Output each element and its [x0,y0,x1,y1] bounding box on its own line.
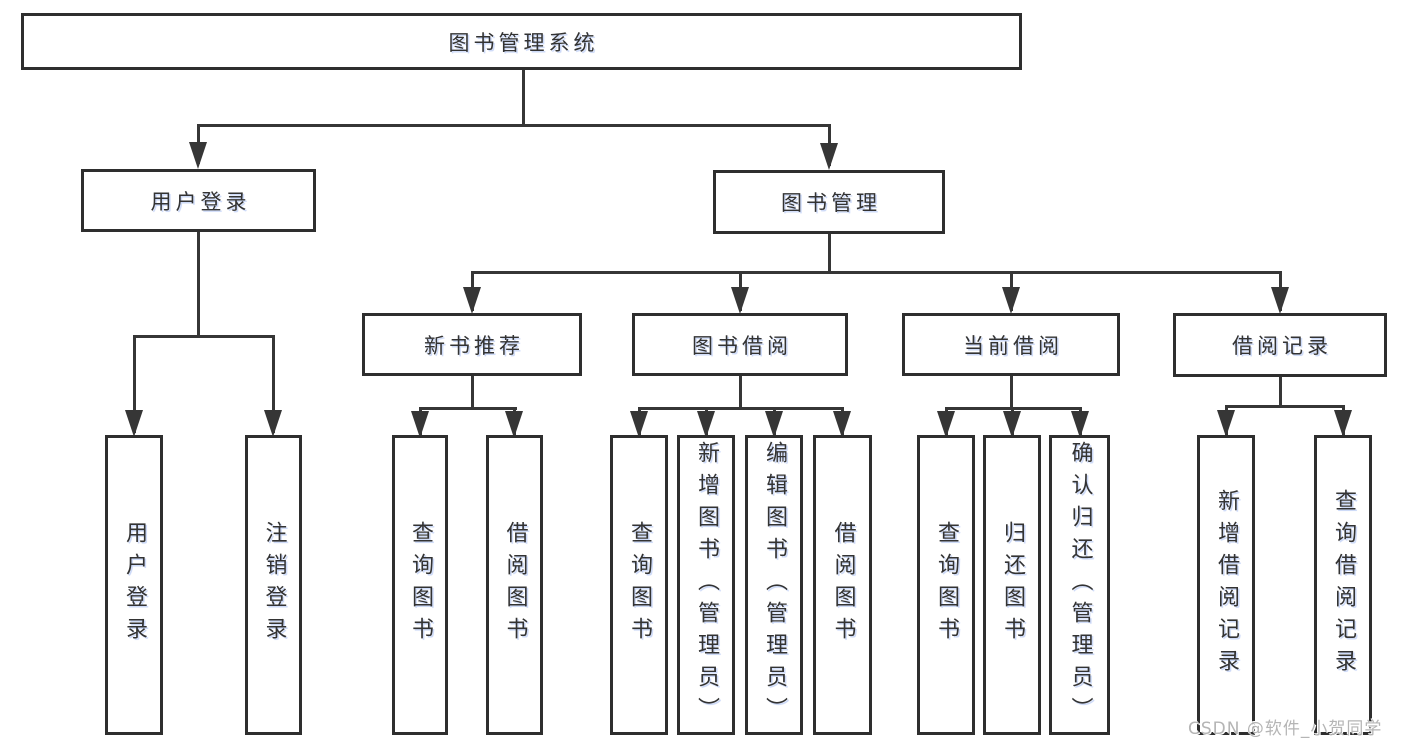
arrowhead-borrow-records [1271,287,1289,314]
leaf-bb-borrow-books-label: 借阅图书 [830,521,856,649]
arrowhead-cur-borrow [1002,287,1020,314]
leaf-bb-edit-books-label: 编辑图书（管理员） [762,441,787,729]
leaf-bb-query-books-label: 查询图书 [627,521,652,649]
node-user-login: 用户登录 [81,169,316,232]
leaf-cb-return-books: 归还图书 [983,435,1041,735]
arrowhead-bb-borrow [833,411,851,438]
node-root-label: 图书管理系统 [448,30,599,55]
arrowhead-new-rec [463,287,481,314]
leaf-bb-borrow-books: 借阅图书 [813,435,872,735]
arrowhead-bb-query [630,411,648,438]
connector-book-borrow-trunk [739,376,742,410]
connector-new-rec-rail [419,407,517,410]
arrowhead-book-borrow [731,287,749,314]
node-borrow-records: 借阅记录 [1173,313,1387,377]
arrowhead-bb-add [697,411,715,438]
connector-level2-rail [197,124,831,127]
leaf-bb-query-books: 查询图书 [610,435,668,735]
arrowhead-ul-logout [264,410,282,437]
connector-borrow-records-rail [1225,405,1345,408]
arrowhead-br-query [1334,410,1352,437]
leaf-nr-query-books: 查询图书 [392,435,448,735]
connector-user-login-rail [133,335,275,338]
node-cur-borrow: 当前借阅 [902,313,1120,376]
node-cur-borrow-label: 当前借阅 [963,333,1063,358]
connector-cur-borrow-trunk [1010,376,1013,410]
arrowhead-nr-query [411,411,429,438]
node-new-rec-label: 新书推荐 [424,333,524,358]
csdn-watermark: CSDN @软件_小贺同学 [1188,719,1383,739]
leaf-user-login-label: 用户登录 [122,521,147,649]
leaf-bb-add-books-label: 新增图书（管理员） [694,441,719,729]
node-user-login-label: 用户登录 [150,189,251,214]
arrowhead-bb-edit [765,411,783,438]
leaf-br-add-record-label: 新增借阅记录 [1214,489,1239,681]
leaf-logout-label: 注销登录 [261,521,287,649]
leaf-logout: 注销登录 [245,435,302,735]
leaf-br-query-record-label: 查询借阅记录 [1331,489,1356,681]
arrowhead-br-add [1217,410,1235,437]
node-book-mgmt: 图书管理 [713,170,945,234]
connector-book-borrow-rail [638,407,844,410]
leaf-nr-borrow-books: 借阅图书 [486,435,543,735]
node-book-borrow: 图书借阅 [632,313,848,376]
connector-book-mgmt-trunk [828,234,831,274]
node-book-mgmt-label: 图书管理 [781,191,881,215]
connector-level3-rail [471,271,1282,274]
leaf-bb-add-books: 新增图书（管理员） [677,435,735,735]
connector-user-login-trunk [197,232,200,338]
leaf-br-query-record: 查询借阅记录 [1314,435,1372,735]
connector-new-rec-trunk [471,376,474,410]
arrowhead-cb-confirm [1071,411,1089,438]
node-root: 图书管理系统 [21,13,1022,70]
leaf-cb-query-books: 查询图书 [917,435,975,735]
leaf-cb-return-books-label: 归还图书 [1000,521,1025,649]
connector-borrow-records-trunk [1279,377,1282,408]
connector-arrow-ul-login [133,335,136,433]
connector-root-trunk [522,69,525,127]
arrowhead-cb-return [1003,411,1021,438]
arrowhead-ul-login [125,410,143,437]
leaf-br-add-record: 新增借阅记录 [1197,435,1255,735]
node-book-borrow-label: 图书借阅 [692,333,792,358]
leaf-cb-confirm-return: 确认归还（管理员） [1049,435,1110,735]
leaf-user-login: 用户登录 [105,435,163,735]
node-borrow-records-label: 借阅记录 [1232,334,1332,358]
connector-arrow-ul-logout [272,335,275,433]
leaf-nr-borrow-books-label: 借阅图书 [502,521,528,649]
arrowhead-user-login [189,142,207,169]
arrowhead-nr-borrow [505,411,523,438]
leaf-cb-confirm-return-label: 确认归还（管理员） [1067,441,1093,729]
leaf-cb-query-books-label: 查询图书 [934,521,959,649]
arrowhead-book-mgmt [820,143,838,170]
leaf-nr-query-books-label: 查询图书 [408,521,433,649]
leaf-bb-edit-books: 编辑图书（管理员） [745,435,803,735]
arrowhead-cb-query [937,411,955,438]
node-new-rec: 新书推荐 [362,313,582,376]
